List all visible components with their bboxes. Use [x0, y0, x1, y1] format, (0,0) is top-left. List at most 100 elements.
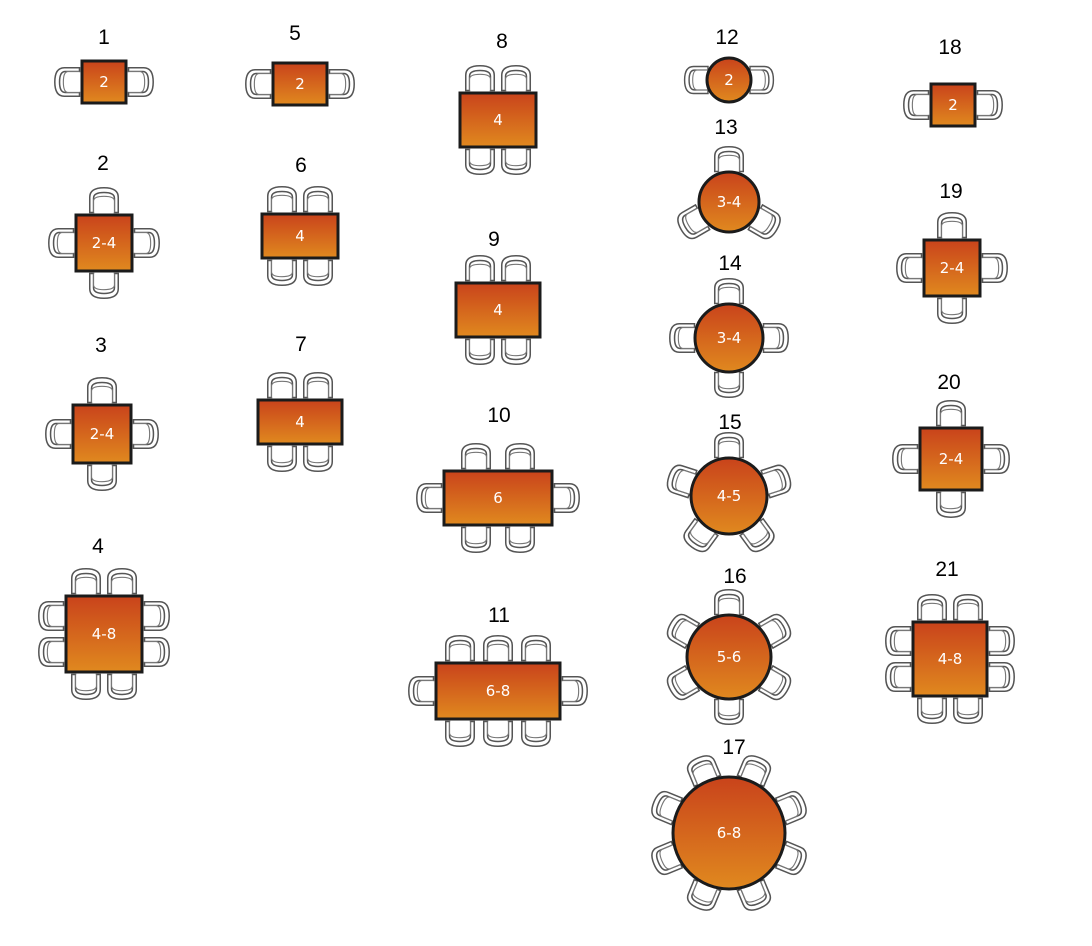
table-number-label: 19 — [939, 180, 962, 203]
table-number-label: 20 — [937, 371, 960, 394]
table-group-18[interactable]: 2 18 — [903, 36, 1003, 128]
chair-icon — [266, 259, 298, 286]
rect-table-top[interactable] — [260, 212, 340, 260]
square-table-top[interactable] — [929, 82, 977, 128]
round-table-top[interactable] — [705, 56, 753, 104]
chair-icon — [935, 491, 967, 518]
table-group-5[interactable]: 25 — [245, 22, 355, 107]
square-table-top[interactable] — [922, 238, 982, 298]
table-group-8[interactable]: 48 — [458, 30, 538, 175]
table-group-13[interactable]: 3-413 — [674, 116, 784, 242]
chair-icon — [416, 482, 443, 514]
table-number-label: 14 — [718, 252, 742, 275]
square-table-top[interactable] — [911, 620, 989, 698]
rect-table-top[interactable] — [434, 661, 562, 721]
square-table-top[interactable] — [64, 594, 144, 674]
chair-icon — [127, 66, 154, 98]
chairs — [464, 255, 532, 365]
table-group-3[interactable]: 2-4 3 — [45, 334, 159, 491]
square-table-top[interactable] — [918, 426, 984, 492]
chairs — [885, 594, 1015, 724]
chair-icon — [983, 443, 1010, 475]
table-group-7[interactable]: 47 — [256, 333, 344, 472]
rect-table-top[interactable] — [454, 281, 542, 339]
chair-icon — [54, 66, 81, 98]
chairs — [666, 432, 792, 553]
table-group-1[interactable]: 21 — [54, 26, 154, 105]
chair-icon — [266, 372, 298, 399]
chair-icon — [48, 227, 75, 259]
round-table-top[interactable] — [693, 302, 765, 374]
table-capacity-label: 2-4 — [90, 425, 115, 443]
table-group-2[interactable]: 2-42 — [48, 152, 160, 299]
chair-icon — [70, 673, 102, 700]
chairs — [903, 89, 1003, 121]
square-table-top[interactable] — [71, 403, 133, 465]
table-capacity-label: 2 — [948, 96, 958, 114]
chair-icon — [916, 594, 948, 621]
table-number-label: 8 — [496, 30, 508, 53]
chair-icon — [936, 212, 968, 239]
table-group-10[interactable]: 610 — [416, 404, 580, 553]
chair-icon — [45, 418, 72, 450]
rect-table-top[interactable] — [458, 91, 538, 149]
chair-icon — [504, 526, 536, 553]
chair-icon — [916, 697, 948, 724]
table-group-11[interactable]: 6-8 11 — [408, 604, 588, 747]
chair-icon — [302, 259, 334, 286]
chair-icon — [747, 203, 781, 240]
chair-icon — [328, 68, 355, 100]
table-number-label: 18 — [938, 36, 961, 59]
chair-icon — [500, 65, 532, 92]
table-group-14[interactable]: 3-414 — [669, 252, 789, 398]
table-number-label: 3 — [95, 334, 107, 357]
table-capacity-label: 2 — [295, 75, 305, 93]
chairs — [651, 755, 807, 911]
chair-icon — [683, 65, 709, 95]
square-table-top[interactable] — [74, 213, 134, 273]
square-table-top[interactable] — [80, 59, 128, 105]
rect-table-top[interactable] — [256, 398, 344, 446]
chair-icon — [500, 255, 532, 282]
table-group-6[interactable]: 46 — [260, 154, 340, 286]
chair-icon — [935, 400, 967, 427]
table-capacity-label: 2-4 — [92, 234, 117, 252]
chair-icon — [408, 675, 435, 707]
round-table-top[interactable] — [671, 775, 787, 891]
round-table-top[interactable] — [685, 613, 773, 701]
chair-icon — [885, 661, 912, 693]
chair-icon — [713, 278, 745, 305]
chair-icon — [464, 148, 496, 175]
table-group-12[interactable]: 212 — [683, 26, 775, 104]
table-number-label: 21 — [935, 558, 958, 581]
table-group-21[interactable]: 4-821 — [885, 558, 1015, 724]
table-group-9[interactable]: 49 — [454, 228, 542, 365]
table-group-4[interactable]: 4-84 — [38, 535, 170, 700]
chair-icon — [739, 517, 775, 553]
chair-icon — [86, 464, 118, 491]
chairs — [416, 443, 580, 553]
table-capacity-label: 6-8 — [486, 682, 511, 700]
chairs — [38, 568, 170, 700]
round-table-top[interactable] — [697, 170, 761, 234]
table-group-19[interactable]: 2-419 — [896, 180, 1008, 324]
chairs — [892, 400, 1010, 518]
table-capacity-label: 4 — [493, 301, 503, 319]
table-group-16[interactable]: 5-616 — [664, 565, 795, 725]
square-table-top[interactable] — [271, 61, 329, 107]
chair-icon — [133, 227, 160, 259]
round-table-top[interactable] — [689, 456, 769, 536]
table-group-20[interactable]: 2-420 — [892, 371, 1010, 518]
chair-icon — [245, 68, 272, 100]
table-group-15[interactable]: 4-515 — [664, 411, 793, 556]
chair-icon — [460, 526, 492, 553]
table-group-17[interactable]: 6-817 — [649, 736, 810, 913]
chair-icon — [482, 635, 514, 662]
rect-table-top[interactable] — [442, 469, 554, 527]
table-number-label: 10 — [487, 404, 510, 427]
chairs — [896, 212, 1008, 324]
chair-icon — [302, 372, 334, 399]
table-number-label: 11 — [488, 604, 510, 627]
chair-icon — [713, 371, 745, 398]
chair-icon — [885, 625, 912, 657]
